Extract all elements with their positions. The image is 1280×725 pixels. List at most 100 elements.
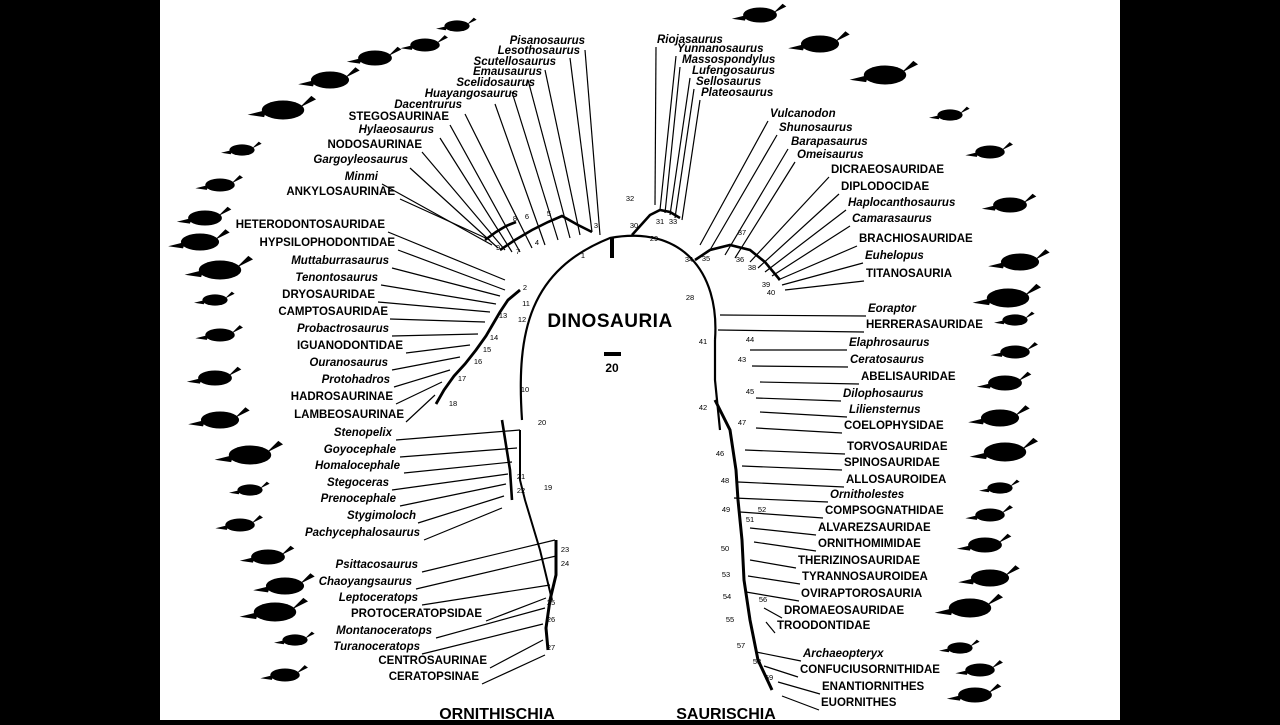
dinosaur-silhouette-tail xyxy=(979,488,991,493)
dinosaur-silhouette xyxy=(270,668,300,682)
tree-branch xyxy=(764,209,847,273)
dinosaur-silhouette xyxy=(965,663,995,677)
taxon-label-vulcanodon: Vulcanodon xyxy=(770,108,836,120)
taxon-label-hypsilophodontidae: HYPSILOPHODONTIDAE xyxy=(260,237,396,249)
tree-branch xyxy=(511,91,559,241)
node-number: 17 xyxy=(458,374,466,383)
tree-branch xyxy=(391,356,461,371)
node-number: 15 xyxy=(483,345,491,354)
taxon-label-protoceratopsidae: PROTOCERATOPSIDAE xyxy=(351,608,482,620)
tree-branch xyxy=(584,49,601,236)
dinosaur-silhouette-tail xyxy=(956,545,972,551)
node-number: 7 xyxy=(516,247,520,256)
node-number: 25 xyxy=(547,598,555,607)
taxon-label-ouranosaurus: Ouranosaurus xyxy=(309,357,388,369)
taxon-label-coelophysidae: COELOPHYSIDAE xyxy=(844,420,944,432)
tree-branch xyxy=(380,284,497,305)
dinosaur-silhouette xyxy=(937,109,963,121)
dinosaur-silhouette-head xyxy=(959,106,970,114)
taxon-label-archaeopteryx: Archaeopteryx xyxy=(802,648,884,660)
dinosaur-silhouette-tail xyxy=(436,26,448,31)
dinosaur-silhouette xyxy=(261,100,305,120)
tree-branch xyxy=(755,427,843,434)
node-number: 4 xyxy=(535,238,539,247)
dinosaur-silhouette-head xyxy=(259,481,270,489)
taxon-label-pachycephalosaurus: Pachycephalosaurus xyxy=(305,527,420,539)
node-number: 38 xyxy=(748,263,756,272)
tree-branch xyxy=(421,584,551,606)
dinosaur-silhouette xyxy=(282,634,308,646)
dinosaur-silhouette xyxy=(993,197,1027,213)
dinosaur-silhouette-head xyxy=(344,67,360,78)
tree-branch xyxy=(765,621,776,634)
node-number: 45 xyxy=(746,387,754,396)
dinosaur-silhouette-head xyxy=(969,639,980,647)
taxon-label-dilophosaurus: Dilophosaurus xyxy=(843,388,924,400)
taxon-label-stegosaurinae: STEGOSAURINAE xyxy=(349,111,450,123)
dinosaur-silhouette-tail xyxy=(946,695,962,701)
dinosaur-silhouette-head xyxy=(436,35,448,44)
taxon-label-plateosaurus: Plateosaurus xyxy=(701,87,773,99)
tree-branch xyxy=(395,381,443,405)
dinosaur-silhouette-head xyxy=(236,255,254,268)
taxon-label-diplodocidae: DIPLODOCIDAE xyxy=(841,181,930,193)
node-number: 28 xyxy=(686,293,694,302)
dinosaur-silhouette xyxy=(205,178,235,192)
dinosaur-silhouette-head xyxy=(281,545,295,556)
dinosaur-silhouette-tail xyxy=(186,378,202,384)
dinosaur-silhouette-head xyxy=(991,660,1003,669)
node-number: 27 xyxy=(547,643,555,652)
taxon-label-lesothosaurus: Lesothosaurus xyxy=(498,45,580,57)
dinosaur-silhouette-head xyxy=(388,46,402,57)
node-number: 22 xyxy=(517,486,525,495)
dinosaur-silhouette-tail xyxy=(788,44,806,51)
taxon-label-camptosauridae: CAMPTOSAURIDAE xyxy=(278,306,388,318)
dinosaur-silhouette-head xyxy=(266,440,284,453)
tree-branch xyxy=(381,183,493,246)
taxon-label-prenocephale: Prenocephale xyxy=(321,493,397,505)
tree-branch xyxy=(569,57,593,233)
dinosaur-silhouette xyxy=(968,537,1002,553)
tree-branch xyxy=(694,243,781,281)
taxon-label-tenontosaurus: Tenontosaurus xyxy=(295,272,378,284)
tree-branch xyxy=(749,559,797,569)
taxon-label-ceratopsinae: CERATOPSINAE xyxy=(389,671,480,683)
dinosaur-silhouette-head xyxy=(218,206,232,217)
dinosaur-silhouette xyxy=(180,233,220,251)
tree-branch xyxy=(763,607,783,619)
dinosaur-silhouette xyxy=(1000,253,1040,271)
tree-branch xyxy=(399,447,518,458)
tree-branch xyxy=(395,429,521,441)
taxon-label-dacentrurus: Dacentrurus xyxy=(394,99,462,111)
dinosaur-silhouette-tail xyxy=(274,640,286,645)
taxon-label-dromaeosauridae: DROMAEOSAURIDAE xyxy=(784,605,904,617)
tree-branch xyxy=(481,654,546,685)
node-number: 36 xyxy=(736,255,744,264)
dinosaur-silhouette-tail xyxy=(849,75,869,83)
tree-branch xyxy=(753,541,817,552)
dinosaur-silhouette-head xyxy=(228,366,242,377)
tree-branch xyxy=(393,369,451,388)
dinosaur-silhouette-head xyxy=(988,683,1002,694)
dinosaur-silhouette-tail xyxy=(195,335,209,340)
dinosaur-silhouette-tail xyxy=(990,352,1004,357)
dinosaur-silhouette-head xyxy=(1009,479,1020,487)
tree-branch xyxy=(749,527,817,536)
dinosaur-silhouette-tail xyxy=(731,15,747,21)
node-number: 51 xyxy=(746,515,754,524)
tree-branch xyxy=(403,461,513,474)
tree-branch xyxy=(499,214,593,252)
dinosaur-silhouette-tail xyxy=(214,455,234,463)
dinosaur-silhouette xyxy=(202,294,228,306)
node-number: 41 xyxy=(699,337,707,346)
dinosaur-silhouette-head xyxy=(466,17,477,25)
dinosaur-silhouette xyxy=(237,484,263,496)
dinosaur-silhouette-head xyxy=(251,515,263,524)
tree-branch xyxy=(434,288,521,405)
tree-branch xyxy=(389,318,486,323)
tree-branch xyxy=(544,69,581,236)
dinosaur-silhouettes xyxy=(168,3,1050,703)
node-number: 39 xyxy=(762,280,770,289)
taxon-label-hylaeosaurus: Hylaeosaurus xyxy=(359,124,434,136)
